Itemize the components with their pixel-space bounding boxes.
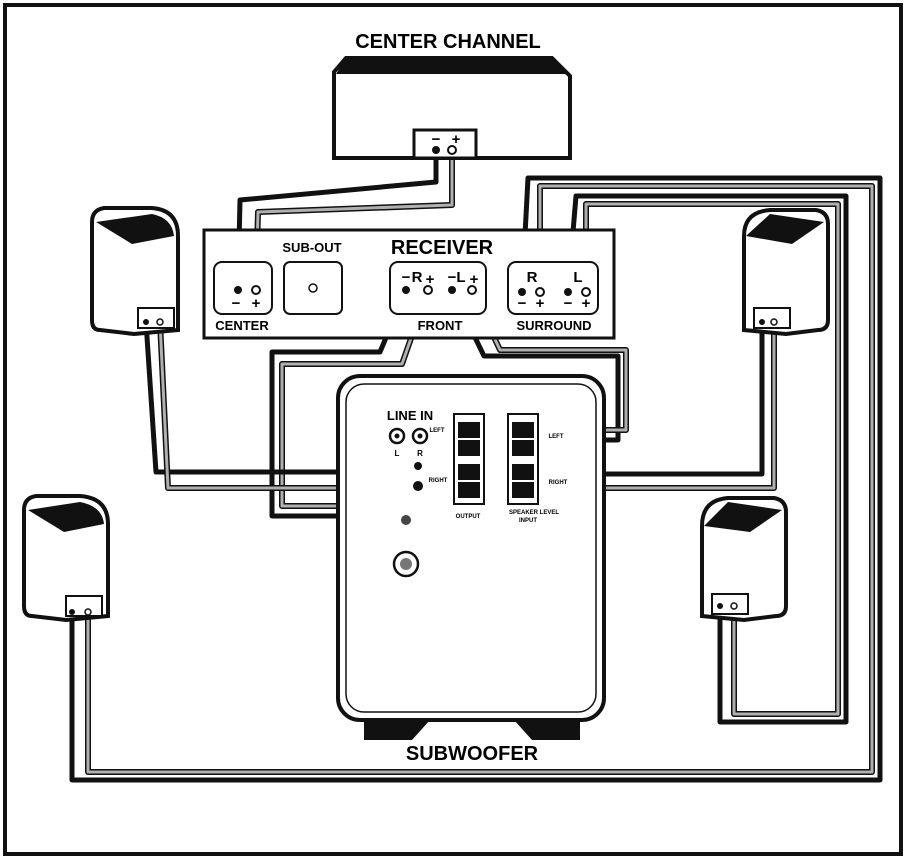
- sub-out-jack: [308, 283, 318, 293]
- svg-text:R: R: [412, 269, 423, 286]
- svg-text:+: +: [452, 131, 461, 148]
- line-in-label: LINE IN: [387, 408, 433, 423]
- speaker-front-left: [90, 206, 180, 337]
- svg-text:−: −: [448, 269, 457, 286]
- wire-surround-left-negative: [565, 193, 849, 725]
- svg-text:RIGHT: RIGHT: [429, 478, 448, 484]
- sub-knob-1: [414, 462, 422, 470]
- svg-text:R: R: [417, 449, 423, 458]
- svg-text:−: −: [564, 295, 573, 312]
- speaker-front-right: [742, 208, 830, 337]
- subwoofer: SUBWOOFER LINE IN L R LEFT RIGHT OUTPUT …: [336, 374, 606, 765]
- svg-text:−: −: [232, 295, 241, 312]
- svg-text:+: +: [582, 295, 591, 312]
- center-terminal-positive: [447, 145, 457, 155]
- speaker-level-label: SPEAKER LEVEL: [509, 510, 559, 516]
- center-label: CENTER: [215, 318, 269, 333]
- svg-text:+: +: [252, 295, 261, 312]
- svg-text:LEFT: LEFT: [549, 434, 564, 440]
- center-terminal-negative: [432, 146, 440, 154]
- wire-surround-left-positive: [584, 202, 840, 716]
- svg-text:RIGHT: RIGHT: [549, 480, 568, 486]
- svg-text:LEFT: LEFT: [430, 428, 445, 434]
- svg-text:+: +: [536, 295, 545, 312]
- svg-text:R: R: [527, 269, 538, 286]
- center-terminal-plate: [412, 128, 478, 160]
- sub-knob-2: [413, 481, 423, 491]
- sub-out-label: SUB-OUT: [282, 240, 341, 255]
- subwoofer-title: SUBWOOFER: [406, 743, 539, 765]
- speaker-rear-right: [700, 496, 788, 623]
- wire-surround-right-negative: [69, 175, 883, 783]
- svg-text:−: −: [402, 269, 411, 286]
- svg-text:L: L: [395, 449, 400, 458]
- svg-text:L: L: [573, 269, 582, 286]
- svg-text:+: +: [470, 271, 479, 288]
- center-channel-title: CENTER CHANNEL: [355, 31, 541, 53]
- sub-knob-3: [401, 515, 411, 525]
- wire-surround-right-positive: [86, 184, 874, 774]
- speaker-rear-left: [22, 494, 110, 623]
- front-label: FRONT: [418, 318, 463, 333]
- receiver-panel: RECEIVER SUB-OUT − + CENTER − R + − L + …: [202, 228, 616, 340]
- svg-text:−: −: [432, 131, 441, 148]
- svg-text:−: −: [518, 295, 527, 312]
- surround-label: SURROUND: [516, 318, 591, 333]
- input-label: INPUT: [519, 518, 537, 524]
- center-channel-speaker: CENTER CHANNEL − +: [332, 31, 572, 160]
- output-label: OUTPUT: [456, 514, 481, 520]
- svg-text:+: +: [426, 271, 435, 288]
- receiver-title: RECEIVER: [391, 237, 494, 259]
- svg-text:L: L: [456, 269, 465, 286]
